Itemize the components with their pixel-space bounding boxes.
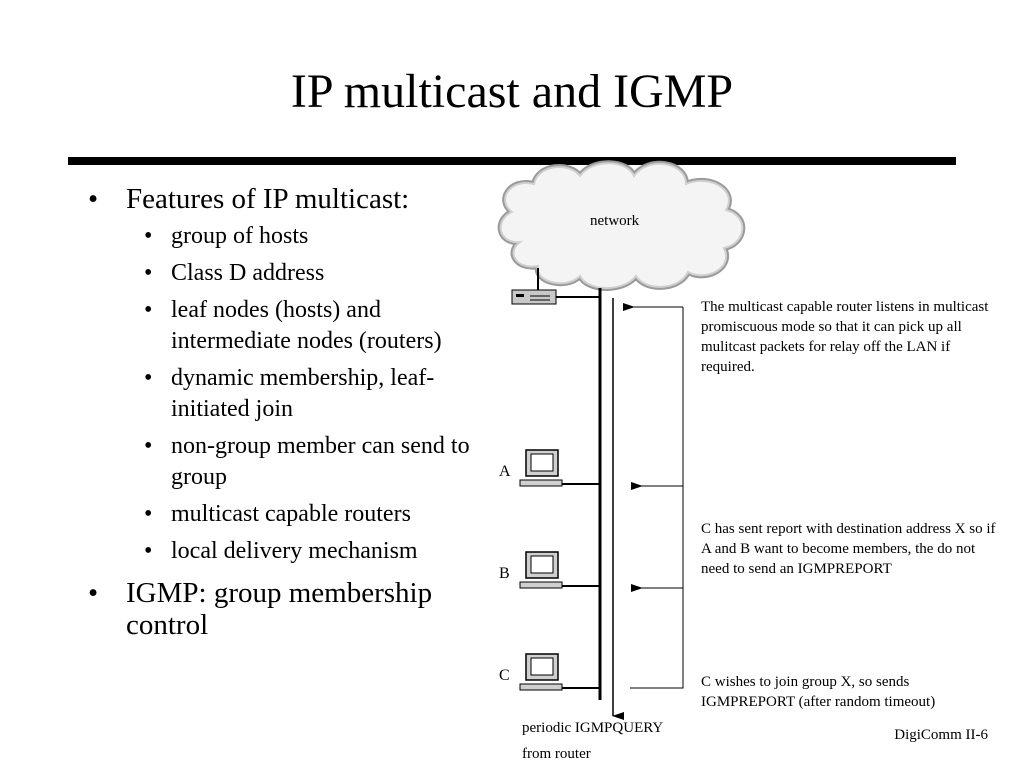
slide-title: IP multicast and IGMP xyxy=(290,65,734,118)
slide-footer: DigiComm II-6 xyxy=(894,727,988,743)
sub-bullet: non-group member can send to group xyxy=(126,431,506,493)
sub-bullet: group of hosts xyxy=(126,221,506,252)
query-label-line1: periodic IGMPQUERY xyxy=(522,720,664,736)
host-c-label: C xyxy=(499,667,510,684)
host-c-note: C wishes to join group X, so sends IGMPR… xyxy=(701,674,936,710)
igmp-diagram: network A B C The multicast capable rout… xyxy=(480,150,1024,768)
sub-bullet-list: group of hosts Class D address leaf node… xyxy=(126,221,506,567)
report-path xyxy=(630,307,684,689)
network-cloud-icon xyxy=(497,160,746,291)
bullet-features: Features of IP multicast: group of hosts… xyxy=(86,183,506,567)
host-c-computer-icon xyxy=(519,653,563,691)
router-note: The multicast capable router listens in … xyxy=(701,299,989,375)
sub-bullet: leaf nodes (hosts) and intermediate node… xyxy=(126,295,506,357)
sub-bullet: dynamic membership, leaf-initiated join xyxy=(126,363,506,425)
sub-bullet: multicast capable routers xyxy=(126,499,506,530)
sub-bullet: Class D address xyxy=(126,258,506,289)
title-divider xyxy=(68,157,956,165)
host-b-computer-icon xyxy=(519,551,563,589)
bullet-text: Features of IP multicast: xyxy=(126,183,410,215)
sub-bullet: local delivery mechanism xyxy=(126,536,506,567)
host-b-note: C has sent report with destination addre… xyxy=(701,521,996,577)
cloud-label: network xyxy=(590,213,640,229)
host-b-label: B xyxy=(499,565,510,582)
host-a-computer-icon xyxy=(519,449,563,487)
diagram-graphics xyxy=(497,160,746,720)
query-label-line2: from router xyxy=(522,746,591,762)
router-icon xyxy=(511,289,557,305)
bullet-igmp: IGMP: group membership control xyxy=(86,577,506,641)
host-a-label: A xyxy=(499,463,511,480)
bullet-text: IGMP: group membership control xyxy=(126,577,433,641)
bullet-list: Features of IP multicast: group of hosts… xyxy=(86,183,506,651)
